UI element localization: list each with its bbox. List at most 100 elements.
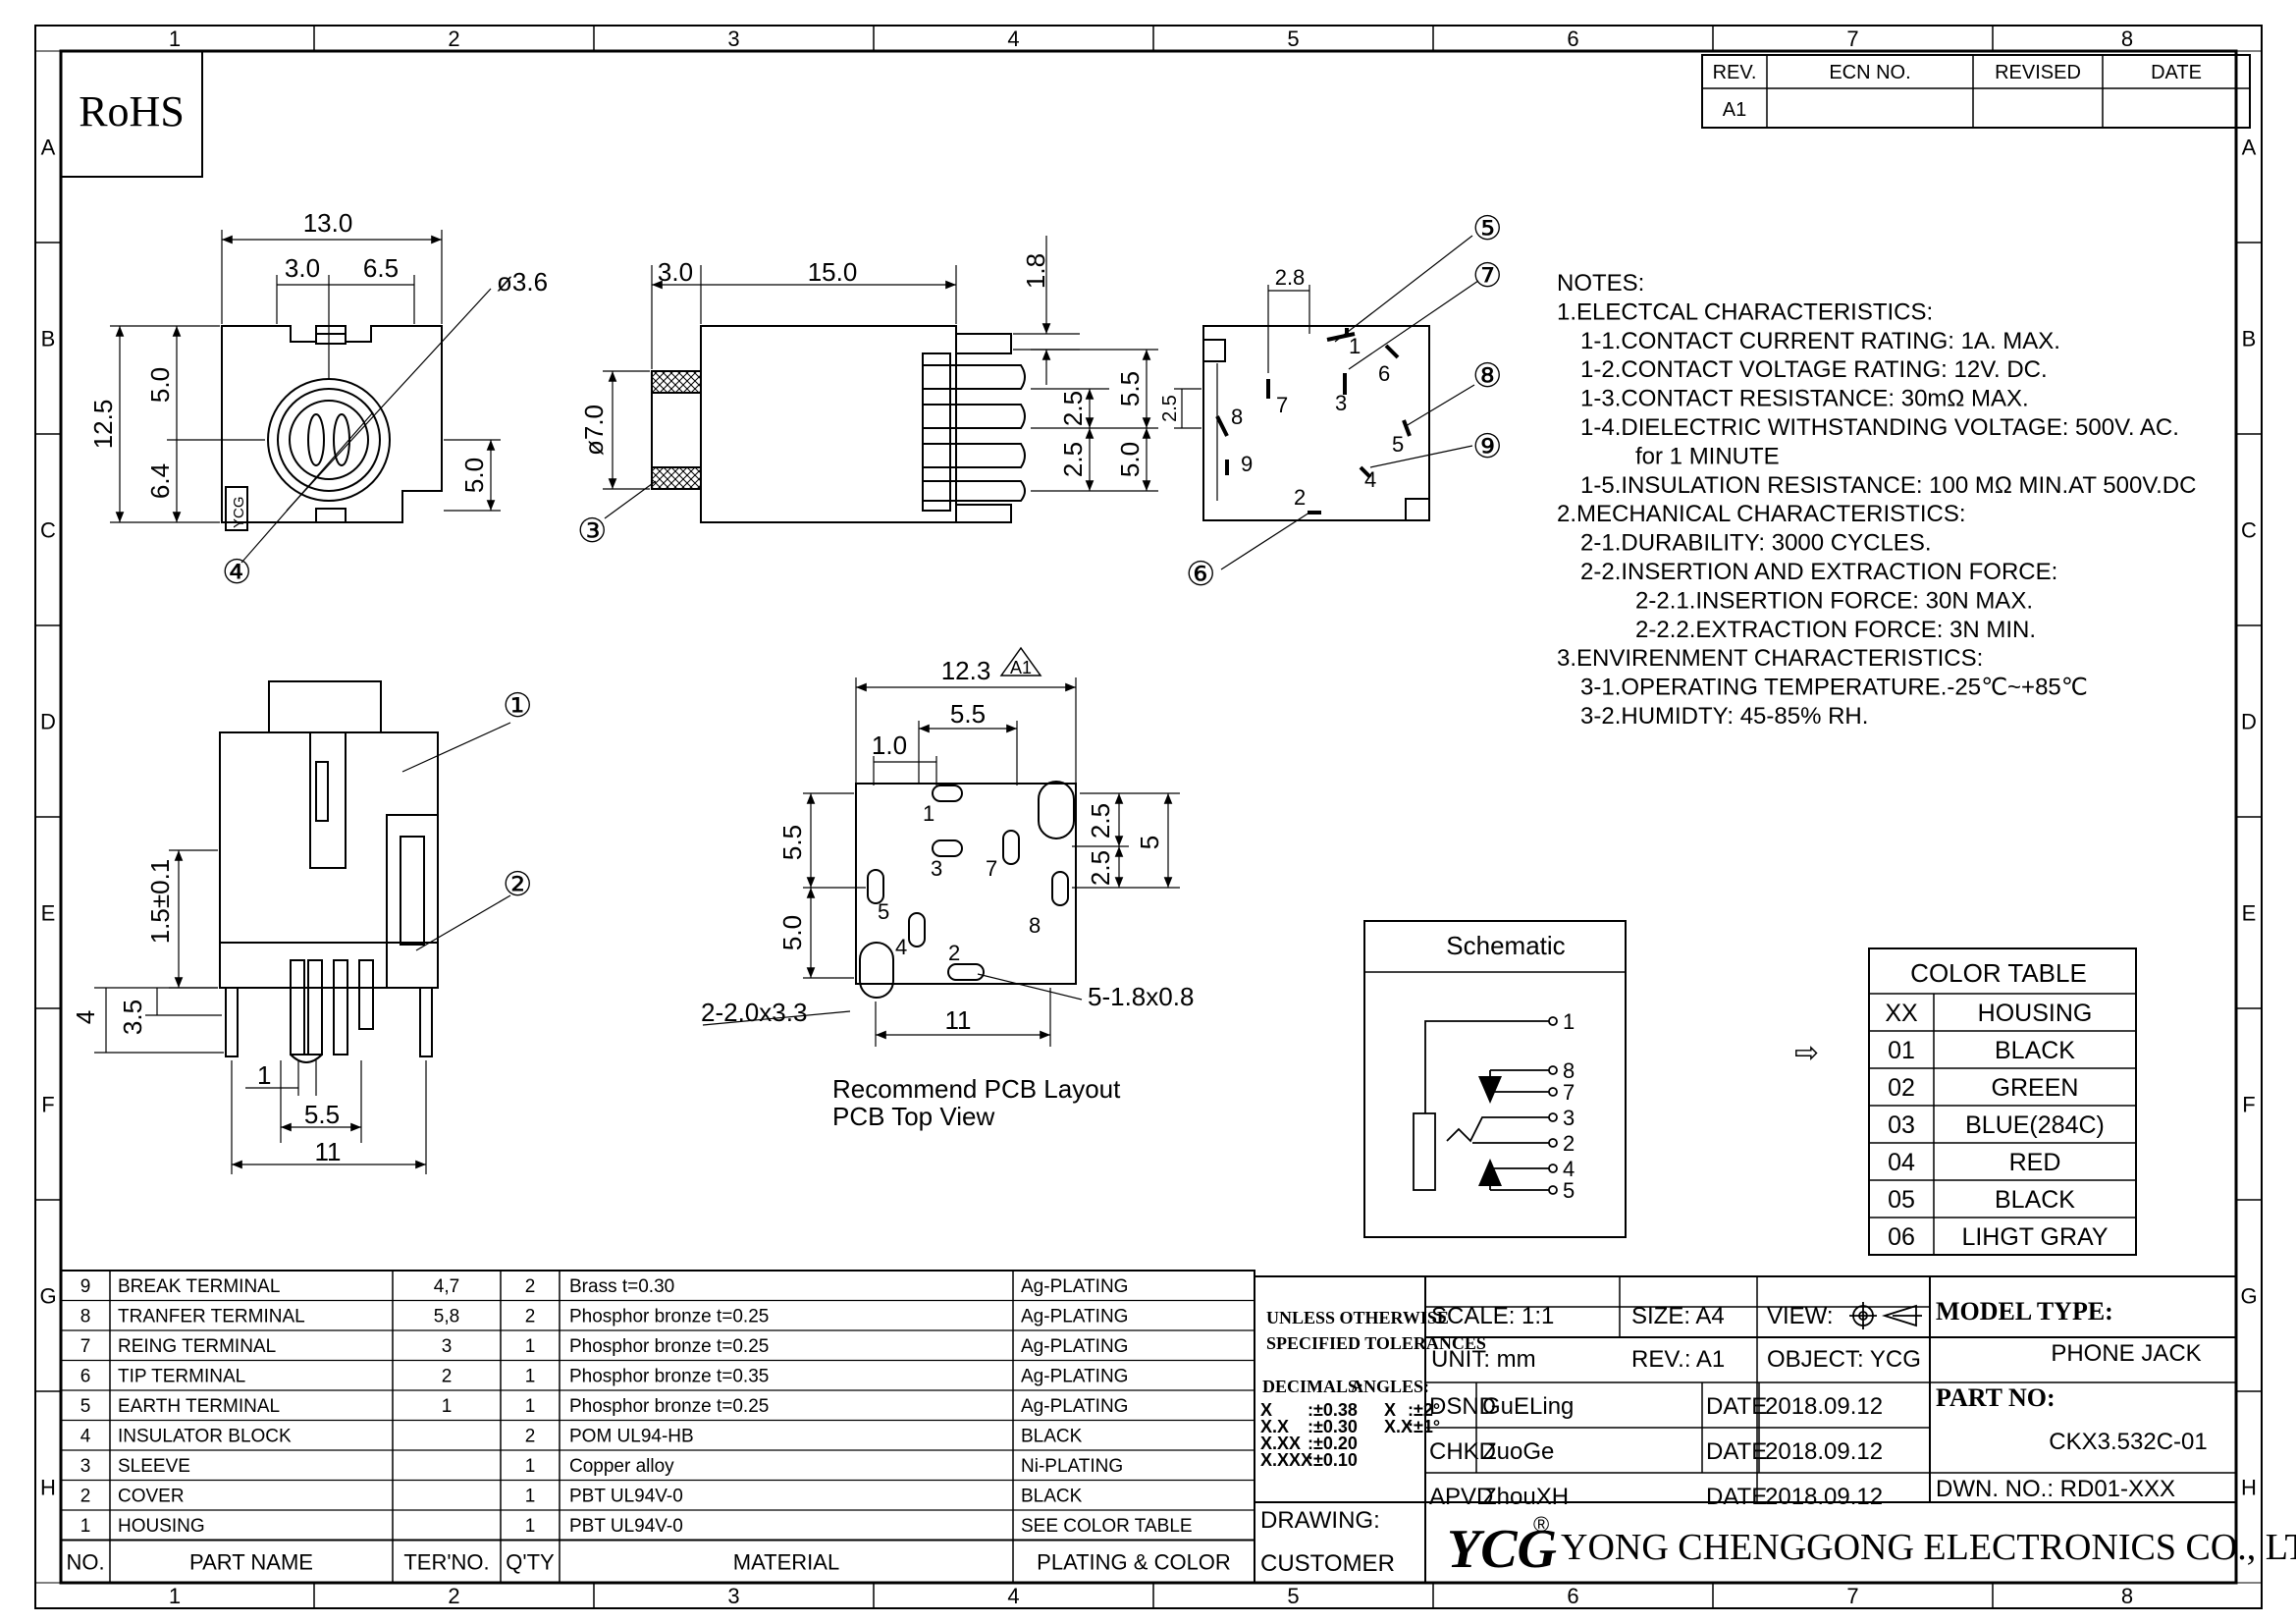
bom-cell: 7 bbox=[80, 1336, 91, 1357]
bom-cell: Ag-PLATING bbox=[1021, 1307, 1128, 1327]
bom-cell: POM UL94-HB bbox=[569, 1427, 694, 1447]
bom-cell: 3 bbox=[80, 1456, 91, 1477]
color-name: BLUE(284C) bbox=[1965, 1111, 2105, 1139]
note-line: 2-2.INSERTION AND EXTRACTION FORCE: bbox=[1580, 559, 2057, 585]
dim-pcb-h: 11 bbox=[945, 1005, 972, 1035]
pcb-slot-note: 5-1.8x0.8 bbox=[1088, 982, 1194, 1011]
bom-header: Q'TY bbox=[506, 1550, 555, 1575]
bom-cell: 9 bbox=[80, 1276, 91, 1297]
approval-date-label: DATE bbox=[1706, 1393, 1767, 1420]
dim-side-dia: ø7.0 bbox=[579, 405, 609, 456]
projection-icon bbox=[1849, 1302, 1922, 1329]
note-line: 3-1.OPERATING TEMPERATURE.-25℃~+85℃ bbox=[1580, 675, 2088, 701]
color-table-arrow: ⇨ bbox=[1794, 1037, 1819, 1069]
bom-cell: 5,8 bbox=[434, 1307, 459, 1327]
color-code: 02 bbox=[1888, 1074, 1915, 1102]
dim-bottom-d: 1 bbox=[257, 1060, 271, 1090]
dim-rear-a: 2.8 bbox=[1275, 265, 1306, 290]
rev-value: A1 bbox=[1723, 99, 1746, 121]
note-line: 1-5.INSULATION RESISTANCE: 100 MΩ MIN.AT… bbox=[1580, 472, 2196, 499]
dim-front-mid: 6.5 bbox=[363, 253, 399, 283]
bom-cell: TIP TERMINAL bbox=[118, 1367, 245, 1387]
bom-cell: REING TERMINAL bbox=[118, 1336, 276, 1357]
grid-col-label-bottom: 1 bbox=[169, 1584, 181, 1608]
dim-side-e: 2.5 bbox=[1058, 391, 1088, 426]
balloon-9: ⑨ bbox=[1472, 428, 1502, 465]
rear-pin-5: 5 bbox=[1392, 432, 1404, 457]
bom-cell: 2 bbox=[442, 1367, 453, 1387]
grid-row-label-left: A bbox=[41, 135, 56, 160]
rear-pin-3: 3 bbox=[1335, 391, 1347, 415]
pcb-pin-7: 7 bbox=[986, 856, 997, 881]
balloon-7: ⑦ bbox=[1472, 257, 1502, 295]
dim-pcb-d: 5.0 bbox=[777, 915, 807, 950]
pcb-pin-2: 2 bbox=[948, 941, 960, 965]
grid-row-label-right: E bbox=[2242, 901, 2257, 926]
dim-front-upper: 5.0 bbox=[145, 367, 175, 403]
pcb-pin-5: 5 bbox=[878, 899, 889, 924]
approval-name: GuELing bbox=[1482, 1393, 1574, 1420]
note-line: 3.ENVIRENMENT CHARACTERISTICS: bbox=[1557, 645, 1983, 672]
sch-pin-4: 4 bbox=[1563, 1157, 1575, 1181]
color-name: GREEN bbox=[1992, 1074, 2079, 1102]
tol-linear-key: X.X bbox=[1260, 1417, 1289, 1436]
color-name: BLACK bbox=[1995, 1186, 2075, 1214]
grid-row-label-left: E bbox=[41, 901, 56, 926]
approval-name: ZuoGe bbox=[1482, 1438, 1554, 1465]
schematic-title: Schematic bbox=[1446, 931, 1565, 960]
dim-bottom-f: 11 bbox=[315, 1137, 342, 1166]
grid-col-label-top: 6 bbox=[1567, 27, 1578, 51]
bom-cell: 4 bbox=[80, 1427, 91, 1447]
side-view-dims: 3.0 15.0 1.8 ø7.0 5.5 2.5 2.5 5.0 ③ bbox=[577, 253, 1145, 550]
note-line: 2-1.DURABILITY: 3000 CYCLES. bbox=[1580, 530, 1932, 557]
note-line: 1.ELECTCAL CHARACTERISTICS: bbox=[1557, 298, 1933, 325]
size-value: SIZE: A4 bbox=[1631, 1303, 1725, 1329]
bom-cell: SEE COLOR TABLE bbox=[1021, 1516, 1193, 1537]
bom-header: MATERIAL bbox=[733, 1550, 839, 1575]
note-line: 2.MECHANICAL CHARACTERISTICS: bbox=[1557, 501, 1966, 527]
grid-col-label-top: 7 bbox=[1846, 27, 1858, 51]
bom-cell: PBT UL94V-0 bbox=[569, 1487, 683, 1507]
bom-header: NO. bbox=[66, 1550, 104, 1575]
rev-header-date: DATE bbox=[2151, 62, 2202, 83]
rev-label: REV.: A1 bbox=[1631, 1346, 1725, 1373]
rear-view-labels: 2.8 2.5 1 3 6 7 8 5 9 4 2 ⑤ ⑦ ⑧ ⑨ ⑥ bbox=[1159, 210, 1502, 593]
dim-front-hole: ø3.6 bbox=[497, 267, 548, 297]
bom-cell: Ag-PLATING bbox=[1021, 1276, 1128, 1297]
unit-value: UNIT: mm bbox=[1431, 1346, 1536, 1373]
color-table-title: COLOR TABLE bbox=[1910, 958, 2087, 988]
grid-col-label-bottom: 7 bbox=[1846, 1584, 1858, 1608]
grid-col-label-bottom: 4 bbox=[1007, 1584, 1019, 1608]
pcb-pin-8: 8 bbox=[1029, 913, 1041, 938]
pcb-caption-2: PCB Top View bbox=[832, 1102, 994, 1131]
front-view: YCG bbox=[110, 230, 501, 564]
grid-col-label-top: 3 bbox=[727, 27, 739, 51]
approval-date: 2018.09.12 bbox=[1765, 1438, 1883, 1465]
bom-cell: 5 bbox=[80, 1396, 91, 1417]
color-code: 05 bbox=[1888, 1186, 1915, 1214]
bom-cell: 1 bbox=[525, 1456, 536, 1477]
approval-name: ZhouXH bbox=[1482, 1484, 1569, 1510]
side-view bbox=[603, 236, 1158, 523]
balloon-8: ⑧ bbox=[1472, 357, 1502, 395]
pcb-pin-3: 3 bbox=[931, 856, 942, 881]
grid-row-label-right: H bbox=[2241, 1476, 2257, 1500]
bom-cell: BLACK bbox=[1021, 1487, 1083, 1507]
bom-cell: 6 bbox=[80, 1367, 91, 1387]
dim-pcb-f: 2.5 bbox=[1086, 850, 1115, 886]
rohs-label: RoHS bbox=[79, 87, 185, 135]
tol-linear-val: :±0.20 bbox=[1308, 1434, 1358, 1453]
grid-row-label-left: B bbox=[41, 327, 56, 352]
pcb-caption-1: Recommend PCB Layout bbox=[832, 1074, 1121, 1104]
revision-table: REV. ECN NO. REVISED DATE A1 bbox=[1701, 54, 2251, 129]
bom-header: TER'NO. bbox=[403, 1550, 489, 1575]
part-value: CKX3.532C-01 bbox=[2049, 1429, 2207, 1455]
color-name: HOUSING bbox=[1978, 1000, 2093, 1027]
grid-col-label-top: 4 bbox=[1007, 27, 1019, 51]
bom-cell: 1 bbox=[442, 1396, 453, 1417]
bom-cell: Phosphor bronze t=0.25 bbox=[569, 1307, 769, 1327]
grid-row-label-right: D bbox=[2241, 710, 2257, 734]
dim-side-c: 1.8 bbox=[1021, 253, 1050, 289]
